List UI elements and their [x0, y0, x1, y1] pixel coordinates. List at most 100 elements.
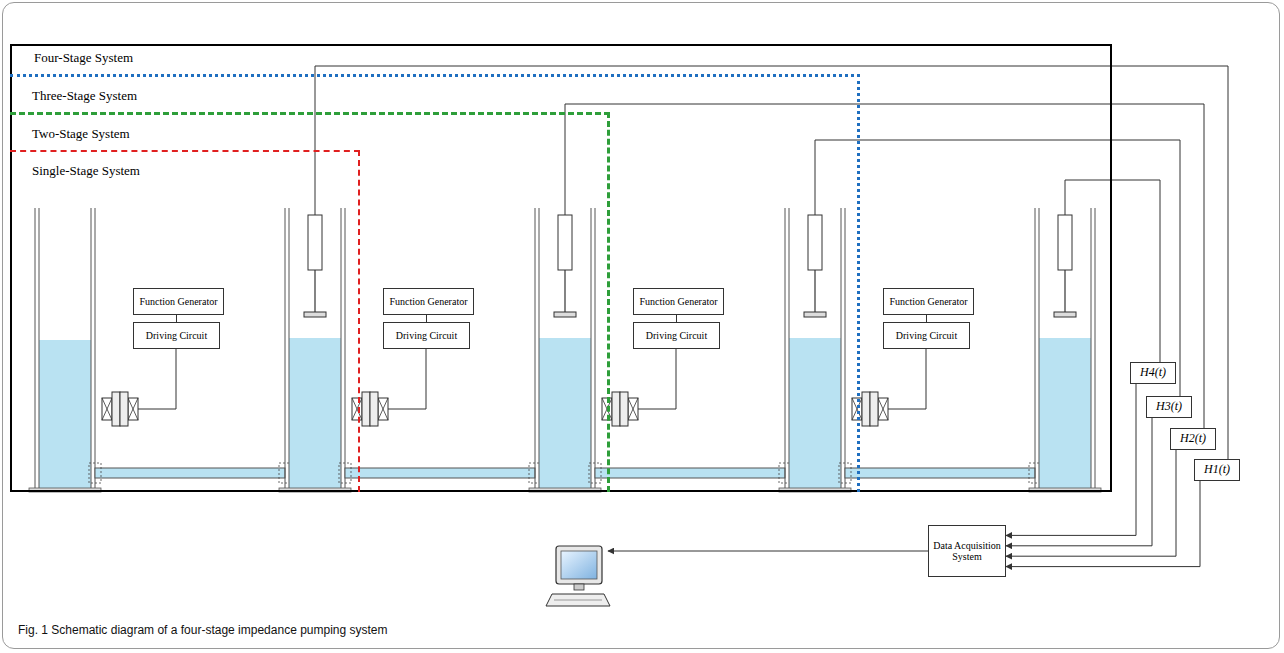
- water: [539, 338, 591, 488]
- actuator-coil: [378, 398, 388, 420]
- actuator-coil: [378, 398, 388, 420]
- actuator-coil: [352, 398, 362, 420]
- tank-wall: [841, 208, 842, 488]
- pressure-sensor: [1058, 215, 1072, 270]
- actuator-coil: [128, 398, 138, 420]
- system-boundary: Four-Stage SystemThree-Stage SystemTwo-S…: [10, 44, 1112, 492]
- driving-circuit-box: Driving Circuit: [633, 322, 720, 349]
- box-label: H4(t): [1140, 366, 1166, 379]
- actuator-coil: [628, 398, 638, 420]
- tube-joint: [839, 463, 851, 483]
- tank-wall: [591, 208, 592, 488]
- system-label: Single-Stage System: [30, 163, 142, 179]
- box-label: Driving Circuit: [644, 330, 709, 341]
- system-label: Two-Stage System: [30, 126, 132, 142]
- actuator-body: [362, 392, 370, 426]
- box-label: Driving Circuit: [394, 330, 459, 341]
- connector-line: [176, 315, 177, 322]
- actuator-coil: [352, 398, 362, 420]
- keyboard: [554, 600, 602, 601]
- actuator-coil: [128, 398, 138, 420]
- actuator-body: [620, 392, 628, 426]
- connector-line: [1006, 418, 1152, 546]
- actuator-coil: [602, 398, 612, 420]
- driving-circuit-box: Driving Circuit: [133, 322, 220, 349]
- tank-wall: [1091, 208, 1092, 488]
- elastic-tube: [845, 468, 1035, 478]
- tank-wall: [1039, 208, 1040, 488]
- connector-line: [1006, 384, 1136, 535]
- actuator-coil: [878, 398, 888, 420]
- monitor-stand: [574, 584, 584, 590]
- water: [789, 338, 841, 488]
- box-label: Function Generator: [137, 296, 219, 307]
- function-generator-box: Function Generator: [883, 288, 974, 315]
- actuator-coil: [378, 398, 388, 420]
- tank-wall: [35, 208, 36, 488]
- box-label: Driving Circuit: [144, 330, 209, 341]
- tank-group: [529, 208, 791, 492]
- actuator-coil: [128, 398, 138, 420]
- tank-wall: [1095, 208, 1096, 488]
- box-label: Function Generator: [887, 296, 969, 307]
- signal-wire: [315, 66, 1228, 459]
- signal-box: H1(t): [1194, 459, 1240, 481]
- system-label: Three-Stage System: [30, 88, 139, 104]
- actuator-coil: [102, 398, 112, 420]
- driving-circuit-box: Driving Circuit: [383, 322, 470, 349]
- tank-wall: [91, 208, 92, 488]
- actuator-body: [862, 392, 870, 426]
- actuator-body: [370, 392, 378, 426]
- tank-wall: [341, 208, 342, 488]
- water: [39, 340, 91, 488]
- function-generator-box: Function Generator: [383, 288, 474, 315]
- box-label: H1(t): [1204, 463, 1230, 476]
- drive-wire: [138, 349, 176, 409]
- actuator-coil: [628, 398, 638, 420]
- keyboard: [546, 594, 610, 606]
- function-generator-box: Function Generator: [133, 288, 224, 315]
- tank-wall: [845, 208, 846, 488]
- tank-wall: [285, 208, 286, 488]
- box-label: H3(t): [1156, 400, 1182, 413]
- elastic-tube: [345, 468, 535, 478]
- tank-group: [279, 208, 541, 492]
- water: [1039, 338, 1091, 488]
- actuator-coil: [352, 398, 362, 420]
- sensor-rod: [814, 270, 815, 312]
- actuator-coil: [628, 398, 638, 420]
- sensor-rod: [314, 270, 315, 312]
- tank-group: [779, 208, 1041, 492]
- box-label: H2(t): [1180, 432, 1206, 445]
- tank-group: [1029, 208, 1101, 492]
- actuator-coil: [602, 398, 612, 420]
- sensor-float: [304, 312, 326, 317]
- tank-wall: [789, 208, 790, 488]
- elastic-tube: [95, 468, 285, 478]
- actuator-body: [870, 392, 878, 426]
- tank-group: [29, 208, 291, 492]
- system-label: Four-Stage System: [32, 50, 135, 66]
- actuator-body: [612, 392, 620, 426]
- box-label: Data Acquisition System: [929, 540, 1005, 562]
- box-label: Function Generator: [637, 296, 719, 307]
- connector-line: [1006, 481, 1200, 567]
- connector-line: [1006, 450, 1176, 556]
- drive-wire: [638, 349, 676, 409]
- tank-wall: [289, 208, 290, 488]
- tank-wall: [535, 208, 536, 488]
- actuator-body: [120, 392, 128, 426]
- tube-joint: [339, 463, 351, 483]
- signal-wire: [565, 104, 1204, 428]
- signal-box: H4(t): [1130, 362, 1176, 384]
- pressure-sensor: [558, 215, 572, 270]
- monitor: [556, 546, 602, 584]
- connector-line: [426, 315, 427, 322]
- data-acquisition-box: Data Acquisition System: [928, 525, 1006, 577]
- data-arrow: [608, 551, 928, 552]
- tank-wall: [595, 208, 596, 488]
- elastic-tube: [595, 468, 785, 478]
- box-label: Function Generator: [387, 296, 469, 307]
- sensor-float: [554, 312, 576, 317]
- box-label: Driving Circuit: [894, 330, 959, 341]
